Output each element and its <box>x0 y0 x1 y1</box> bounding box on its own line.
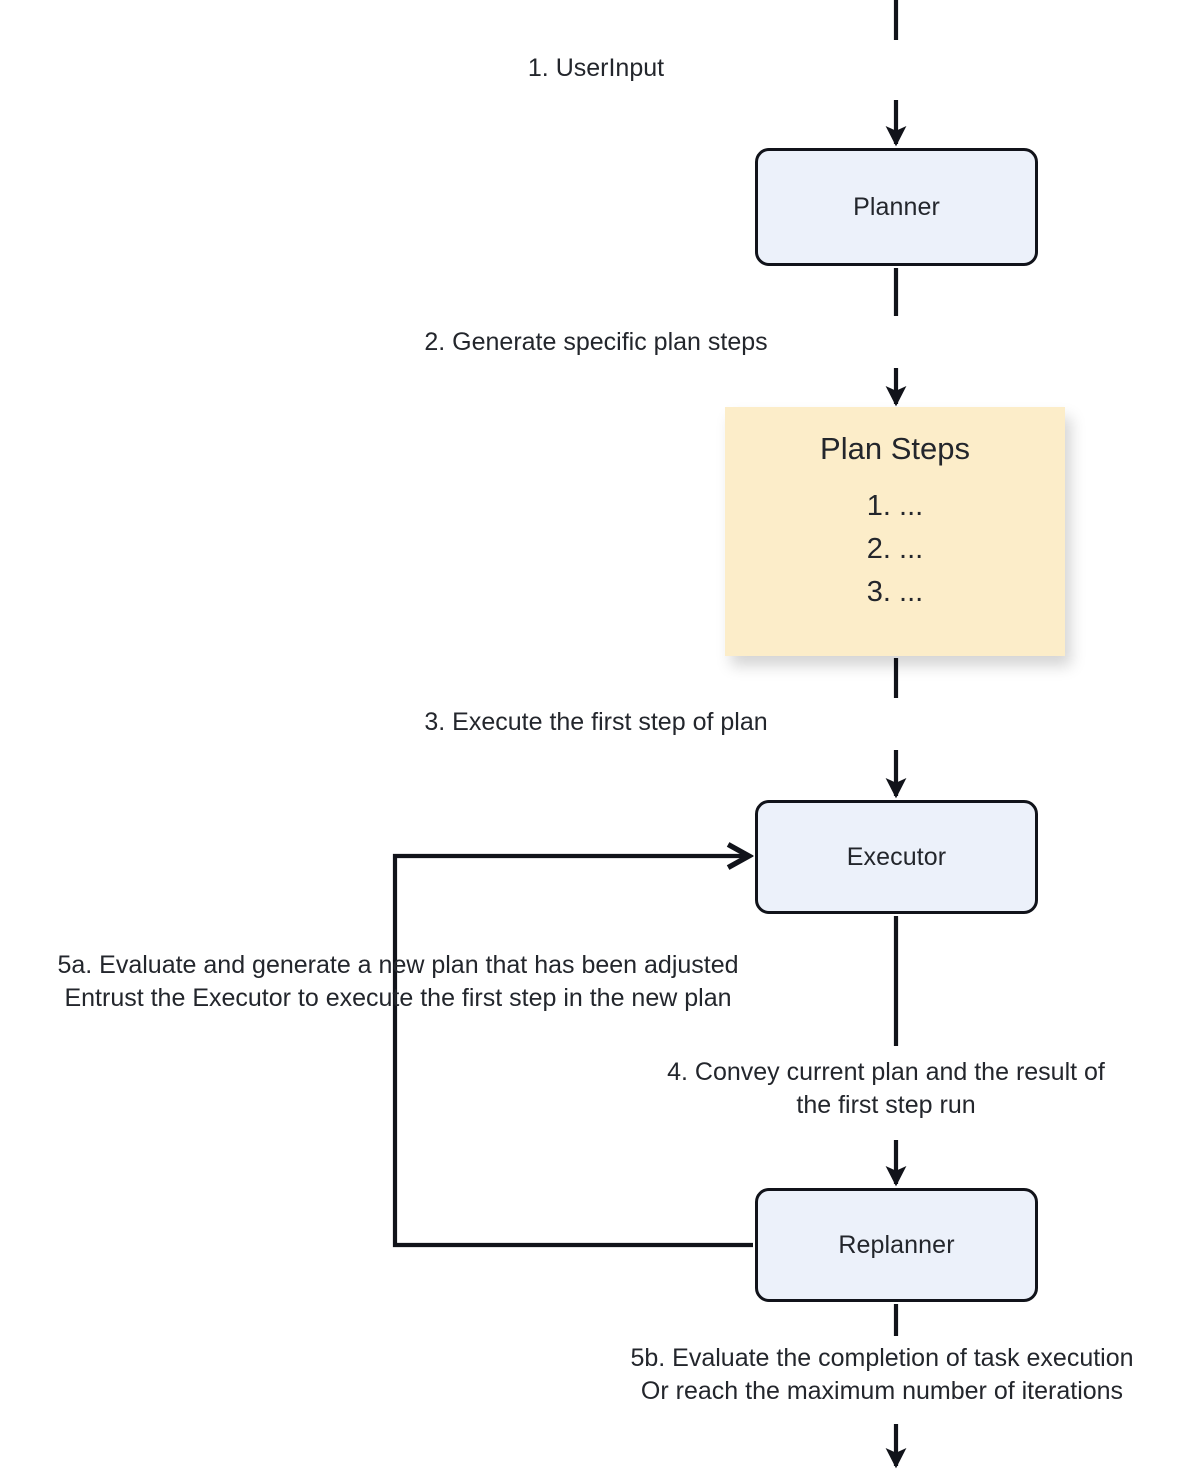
edge-label-generate-plan: 2. Generate specific plan steps <box>424 328 768 356</box>
node-replanner[interactable]: Replanner <box>755 1188 1038 1302</box>
edge-label-execute-first-step: 3. Execute the first step of plan <box>424 708 768 736</box>
node-planner[interactable]: Planner <box>755 148 1038 266</box>
node-replanner-label: Replanner <box>838 1230 955 1259</box>
node-planner-label: Planner <box>853 192 940 221</box>
note-plan-steps[interactable]: Plan Steps 1. ... 2. ... 3. ... <box>725 407 1065 656</box>
node-executor[interactable]: Executor <box>755 800 1038 914</box>
plan-steps-title: Plan Steps <box>820 431 970 466</box>
edge-label-finish: 5b. Evaluate the completion of task exec… <box>630 1344 1134 1405</box>
edge-label-convey-result: 4. Convey current plan and the result of… <box>667 1058 1105 1119</box>
edge-label-user-input: 1. UserInput <box>527 54 665 82</box>
edge-label-replan-loop: 5a. Evaluate and generate a new plan tha… <box>57 951 739 1012</box>
node-executor-label: Executor <box>846 842 947 871</box>
edge-replan-loop <box>392 856 753 1248</box>
plan-steps-item-3: 3. ... <box>866 576 924 608</box>
plan-steps-item-1: 1. ... <box>866 490 924 522</box>
plan-steps-item-2: 2. ... <box>866 533 924 565</box>
